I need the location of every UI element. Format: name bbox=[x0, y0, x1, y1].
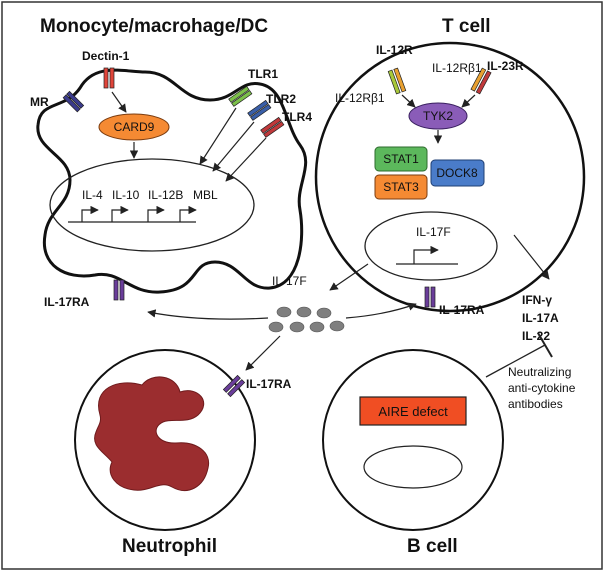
tcell-membrane bbox=[314, 41, 586, 313]
il17f-to-neutrophil-arrow bbox=[245, 335, 281, 371]
il17f-particle bbox=[276, 306, 292, 318]
tlr4-label: TLR4 bbox=[282, 110, 312, 124]
neutralizing-line3: antibodies bbox=[508, 397, 563, 411]
promoter-il17f-icon bbox=[413, 245, 439, 264]
gene-mbl-label: MBL bbox=[193, 188, 218, 202]
monocyte-cell-membrane bbox=[36, 68, 308, 294]
tlr2-to-nucleus-arrow bbox=[212, 121, 255, 172]
tcell-to-cytokines-arrow bbox=[513, 234, 550, 280]
il12r-receptor-icon bbox=[387, 67, 407, 95]
tlr2-receptor-icon bbox=[247, 99, 272, 121]
stat3-node bbox=[374, 174, 428, 200]
dectin1-receptor-icon bbox=[103, 67, 115, 89]
promoter-il10-icon bbox=[111, 205, 129, 222]
bcell-title: B cell bbox=[407, 536, 458, 557]
il17f-particle bbox=[268, 321, 284, 333]
gene-il4-label: IL-4 bbox=[82, 188, 103, 202]
neutrophil-nucleus bbox=[94, 376, 210, 491]
aire-defect-label: AIRE defect bbox=[378, 404, 448, 419]
card9-node bbox=[98, 113, 170, 141]
il17f-particle bbox=[316, 307, 332, 319]
il12r-label: IL-12R bbox=[376, 43, 413, 57]
il23r-label: IL-23R bbox=[487, 59, 524, 73]
mr-label: MR bbox=[30, 95, 49, 109]
neutrophil-title: Neutrophil bbox=[122, 536, 217, 557]
neutralizing-line2: anti-cytokine bbox=[508, 381, 576, 395]
tlr4-to-nucleus-arrow bbox=[225, 137, 267, 182]
promoter-il12b-icon bbox=[147, 205, 165, 222]
il17ra-mono-label: IL-17RA bbox=[44, 295, 90, 309]
tlr1-label: TLR1 bbox=[248, 67, 278, 81]
dock8-node bbox=[430, 159, 485, 187]
il17ra-tcell-receptor-icon bbox=[424, 286, 436, 308]
il17a-label: IL-17A bbox=[522, 311, 559, 325]
dectin1-label: Dectin-1 bbox=[82, 49, 130, 63]
il17f-particle bbox=[296, 306, 312, 318]
il12rb1-left-label: IL-12Rβ1 bbox=[335, 91, 385, 105]
tlr1-to-nucleus-arrow bbox=[199, 107, 237, 165]
monocyte-title: Monocyte/macrohage/DC bbox=[40, 16, 268, 37]
il17ra-neutrophil-label: IL-17RA bbox=[246, 377, 292, 391]
il17f-to-tcell-arrow bbox=[345, 302, 417, 319]
bcell-nucleus bbox=[363, 445, 463, 489]
card9-label: CARD9 bbox=[114, 120, 155, 134]
il17f-cytokine-label: IL-17F bbox=[272, 274, 307, 288]
tcell-to-il17f-arrow bbox=[329, 263, 369, 291]
mr-receptor-icon bbox=[62, 90, 85, 113]
ifng-label: IFN-γ bbox=[522, 293, 552, 307]
inhibition-bar bbox=[537, 332, 553, 358]
stat3-label: STAT3 bbox=[383, 180, 419, 194]
il17f-gene-label: IL-17F bbox=[416, 225, 451, 239]
il17ra-mono-receptor-icon bbox=[113, 279, 125, 301]
tlr4-receptor-icon bbox=[260, 116, 285, 138]
il12r-to-tyk2-arrow bbox=[401, 94, 416, 108]
il23r-receptor-icon bbox=[470, 67, 492, 95]
tyk2-node bbox=[408, 102, 468, 130]
stat1-node bbox=[374, 146, 428, 172]
il17ra-neutrophil-receptor-icon bbox=[222, 374, 246, 398]
neutrophil-membrane bbox=[74, 349, 256, 531]
il17ra-tcell-label: IL-17RA bbox=[439, 303, 485, 317]
tlr2-label: TLR2 bbox=[266, 92, 296, 106]
monocyte-nucleus bbox=[49, 158, 255, 252]
promoter-mbl-icon bbox=[179, 205, 197, 222]
il22-label: IL-22 bbox=[522, 329, 550, 343]
promoter-il4-icon bbox=[81, 205, 99, 222]
il17f-particles bbox=[268, 306, 345, 333]
aire-defect-box bbox=[359, 396, 467, 426]
il17f-particle bbox=[289, 321, 305, 333]
dock8-label: DOCK8 bbox=[436, 166, 478, 180]
dectin1-to-card9-arrow bbox=[111, 91, 127, 113]
il12rb1-right-label: IL-12Rβ1 bbox=[432, 61, 482, 75]
bcell-membrane bbox=[322, 349, 504, 531]
inhibition-line bbox=[485, 344, 546, 378]
il17f-to-mono-arrow bbox=[147, 309, 269, 320]
tcell-nucleus bbox=[364, 211, 498, 281]
gene-il10-label: IL-10 bbox=[112, 188, 140, 202]
gene-il12b-label: IL-12B bbox=[148, 188, 183, 202]
il17f-particle bbox=[329, 320, 345, 332]
stat1-label: STAT1 bbox=[383, 152, 419, 166]
il23r-to-tyk2-arrow bbox=[461, 94, 476, 108]
tcell-title: T cell bbox=[442, 16, 491, 37]
tyk2-label: TYK2 bbox=[423, 109, 453, 123]
tlr1-receptor-icon bbox=[228, 85, 253, 107]
neutralizing-line1: Neutralizing bbox=[508, 365, 571, 379]
il17f-particle bbox=[309, 321, 325, 333]
